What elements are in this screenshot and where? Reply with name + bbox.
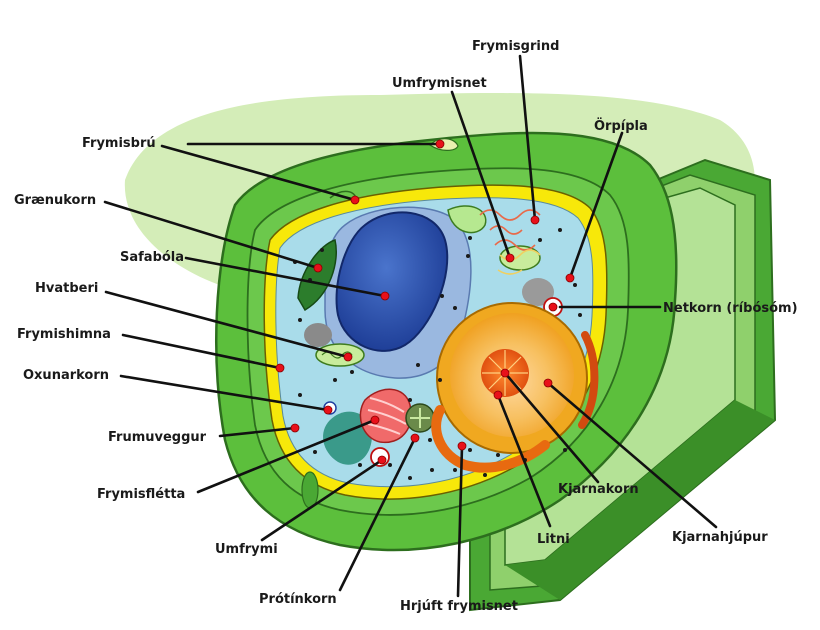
label-kjarnakorn: Kjarnakorn <box>558 482 639 497</box>
label-kjarnahjupur: Kjarnahjúpur <box>672 530 768 545</box>
lead-lines <box>103 54 718 598</box>
er-squiggle <box>479 209 541 251</box>
chloroplast-2 <box>447 205 487 234</box>
grey-body <box>304 323 332 347</box>
label-umfrymisnet: Umfrymisnet <box>392 76 487 91</box>
safabola-body <box>335 211 449 352</box>
label-protinkorn: Prótínkorn <box>259 592 337 607</box>
label-netkorn: Netkorn (ríbósóm) <box>663 301 798 316</box>
label-frymisgrind: Frymisgrind <box>472 39 559 54</box>
chloroplast <box>297 239 337 312</box>
label-graenukorn: Grænukorn <box>14 193 96 208</box>
label-hvatberi: Hvatberi <box>35 281 98 296</box>
cell-wall-block-shadow <box>505 400 775 600</box>
grey-body-2 <box>522 278 554 306</box>
label-frymisfletta: Frymisflétta <box>97 487 185 502</box>
label-frumuveggur: Frumuveggur <box>108 430 207 445</box>
mitochondrion-2 <box>499 245 541 271</box>
label-safabola: Safabóla <box>120 250 184 265</box>
ribosome-dots <box>293 228 582 480</box>
marker-dots <box>275 139 575 465</box>
label-umfrymi: Umfrymi <box>215 542 278 557</box>
label-hrjuft-frymisnet: Hrjúft frymisnet <box>400 599 518 614</box>
wall-pit <box>301 471 319 509</box>
label-frymisbru: Frymisbrú <box>82 136 156 151</box>
label-frymishimna: Frymishimna <box>17 327 111 342</box>
label-litni: Litni <box>537 532 570 547</box>
label-orpipla: Örpípla <box>594 118 648 134</box>
label-oxunarkorn: Oxunarkorn <box>23 368 109 383</box>
